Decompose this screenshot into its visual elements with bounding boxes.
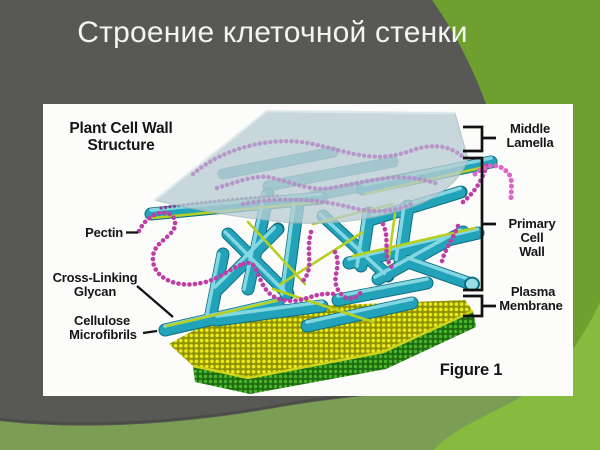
label-cross-linking-glycan-line2: Glycan bbox=[74, 284, 116, 299]
rod-end-cap bbox=[464, 276, 480, 292]
label-cellulose-microfibrils-line1: Cellulose bbox=[74, 313, 130, 328]
label-plasma-membrane-line1: Plasma bbox=[511, 284, 556, 299]
label-pointers bbox=[126, 231, 174, 335]
label-primary-cell-wall-line2: Cell bbox=[520, 230, 543, 245]
figure-heading-line2: Structure bbox=[87, 137, 155, 154]
label-primary-cell-wall-line3: Wall bbox=[519, 244, 544, 259]
figure-image: Plant Cell Wall Structure Pectin Cross-L… bbox=[43, 104, 573, 396]
label-middle-lamella-line2: Lamella bbox=[506, 135, 554, 150]
label-plasma-membrane-line2: Membrane bbox=[499, 298, 562, 313]
label-middle-lamella-line1: Middle bbox=[510, 121, 550, 136]
pectin-cap-strand bbox=[472, 163, 514, 201]
middle-lamella-sheet bbox=[153, 109, 469, 224]
label-pectin: Pectin bbox=[85, 225, 123, 240]
label-cross-linking-glycan-line1: Cross-Linking bbox=[53, 270, 138, 285]
sheet-pectin-strands bbox=[190, 139, 466, 214]
label-cellulose-microfibrils-line2: Microfibrils bbox=[69, 327, 137, 342]
bottom-band bbox=[0, 385, 600, 450]
brackets bbox=[463, 125, 496, 318]
corner-accent-bottom-right bbox=[434, 302, 600, 450]
figure-heading-line1: Plant Cell Wall bbox=[69, 120, 172, 137]
slide-title: Строение клеточной стенки bbox=[77, 16, 468, 49]
figure-caption: Figure 1 bbox=[440, 361, 503, 379]
label-primary-cell-wall-line1: Primary bbox=[508, 216, 556, 231]
